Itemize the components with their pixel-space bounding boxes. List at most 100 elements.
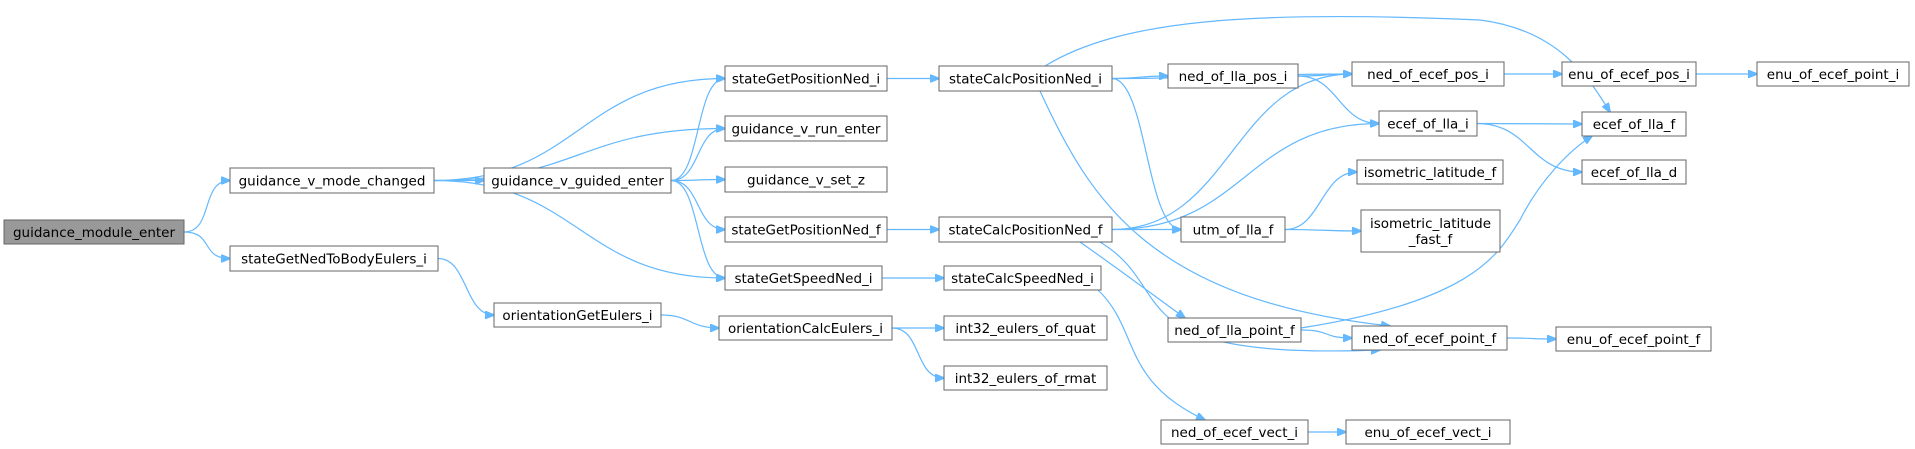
node-nolpf[interactable]: ned_of_lla_point_f (1167, 317, 1302, 343)
node-sgsni-label: stateGetSpeedNed_i (734, 271, 872, 287)
node-ieor-label: int32_eulers_of_rmat (955, 371, 1097, 387)
node-gvge-label: guidance_v_guided_enter (491, 174, 664, 190)
node-noepf-label: ned_of_ecef_point_f (1363, 331, 1498, 347)
edge-nolpi-to-eoli (1297, 75, 1379, 124)
node-gvre[interactable]: guidance_v_run_enter (724, 115, 888, 142)
node-sgpni[interactable]: stateGetPositionNed_i (724, 65, 888, 92)
edge-gvge-to-gvsz (670, 180, 725, 181)
node-eoepti[interactable]: enu_of_ecef_point_i (1756, 61, 1910, 87)
edge-nolpi-to-noepi (1297, 74, 1352, 76)
node-scpnf-label: stateCalcPositionNed_f (948, 223, 1103, 239)
node-gvsz-box (724, 166, 888, 193)
node-sgpnf-box (724, 216, 888, 243)
node-noepi-box (1351, 61, 1505, 87)
node-ieoq[interactable]: int32_eulers_of_quat (943, 315, 1108, 341)
node-eold-box (1581, 159, 1687, 185)
node-gme-label: guidance_module_enter (13, 225, 176, 241)
edge-gvge-to-sgpnf (670, 179, 725, 230)
edge-scpni-to-noepf (1039, 90, 1390, 326)
node-eold[interactable]: ecef_of_lla_d (1581, 159, 1687, 185)
edge-eoli-to-eold (1476, 122, 1582, 173)
node-ogei-box (493, 302, 662, 328)
node-ilf-box (1356, 159, 1504, 185)
node-noevi-label: ned_of_ecef_vect_i (1171, 425, 1298, 441)
edge-gvge-to-sgsni (670, 179, 725, 279)
edge-gvge-to-gvre (670, 129, 725, 182)
node-ieor-box (943, 365, 1108, 391)
node-scsni-label: stateCalcSpeedNed_i (951, 271, 1094, 287)
node-gme-box (3, 219, 185, 245)
node-ilff-label: _fast_f (1408, 232, 1454, 248)
node-gvsz[interactable]: guidance_v_set_z (724, 166, 888, 193)
edge-ocei-to-ieor (891, 327, 944, 378)
node-utm[interactable]: utm_of_lla_f (1180, 216, 1286, 243)
node-scpnf-box (938, 216, 1113, 243)
node-noepf-box (1351, 325, 1508, 351)
node-eoli-box (1378, 110, 1478, 137)
edge-scpnf-to-nolpf (1079, 241, 1185, 318)
node-eoepti-box (1756, 61, 1910, 87)
node-gvge-box (483, 167, 672, 194)
node-noepf[interactable]: ned_of_ecef_point_f (1351, 325, 1508, 351)
node-eoli[interactable]: ecef_of_lla_i (1378, 110, 1478, 137)
node-eoli-label: ecef_of_lla_i (1387, 117, 1469, 133)
node-eoepf[interactable]: enu_of_ecef_point_f (1555, 326, 1712, 352)
node-ilff-label: isometric_latitude (1370, 216, 1491, 232)
node-ocei[interactable]: orientationCalcEulers_i (718, 315, 893, 341)
node-gvge[interactable]: guidance_v_guided_enter (483, 167, 672, 194)
node-gvmc-box (229, 167, 435, 194)
node-scpni-label: stateCalcPositionNed_i (949, 72, 1102, 88)
node-sgnbe-box (229, 245, 439, 272)
node-ilff[interactable]: isometric_latitude_fast_f (1360, 209, 1501, 253)
node-ilf-label: isometric_latitude_f (1364, 165, 1498, 181)
node-eoepf-box (1555, 326, 1712, 352)
edge-gme-to-gvmc (183, 181, 230, 233)
node-ogei-label: orientationGetEulers_i (502, 308, 652, 324)
node-eolf-label: ecef_of_lla_f (1593, 117, 1677, 133)
node-eolf[interactable]: ecef_of_lla_f (1581, 111, 1687, 137)
node-gvmc[interactable]: guidance_v_mode_changed (229, 167, 435, 194)
edge-gvge-to-sgpni (670, 79, 725, 182)
node-eoevi[interactable]: enu_of_ecef_vect_i (1345, 419, 1511, 445)
node-sgnbe-label: stateGetNedToBodyEulers_i (241, 252, 427, 268)
edge-gvmc-to-sgpni (433, 79, 725, 182)
node-eoepf-label: enu_of_ecef_point_f (1567, 332, 1702, 348)
node-ilf[interactable]: isometric_latitude_f (1356, 159, 1504, 185)
node-gvre-label: guidance_v_run_enter (732, 122, 881, 138)
node-ocei-label: orientationCalcEulers_i (728, 321, 883, 337)
node-gvmc-label: guidance_v_mode_changed (239, 174, 426, 190)
node-eoepi[interactable]: enu_of_ecef_pos_i (1561, 61, 1697, 87)
node-scsni-box (943, 265, 1102, 291)
edge-ogei-to-ocei (660, 314, 719, 328)
node-noepi[interactable]: ned_of_ecef_pos_i (1351, 61, 1505, 87)
node-nolpi-label: ned_of_lla_pos_i (1179, 69, 1288, 85)
node-eoepti-label: enu_of_ecef_point_i (1767, 67, 1899, 83)
edge-scsni-to-noevi (1097, 289, 1205, 420)
edge-utm-to-ilff (1284, 230, 1361, 232)
node-gme[interactable]: guidance_module_enter (3, 219, 185, 245)
edge-gvmc-to-sgsni (433, 179, 725, 279)
node-utm-label: utm_of_lla_f (1193, 223, 1275, 239)
node-nolpi[interactable]: ned_of_lla_pos_i (1167, 63, 1299, 89)
node-sgpnf-label: stateGetPositionNed_f (731, 223, 882, 239)
edge-sgnbe-to-ogei (437, 257, 494, 316)
node-sgsni-box (724, 265, 883, 291)
node-sgpnf[interactable]: stateGetPositionNed_f (724, 216, 888, 243)
node-scpnf[interactable]: stateCalcPositionNed_f (938, 216, 1113, 243)
node-ieor[interactable]: int32_eulers_of_rmat (943, 365, 1108, 391)
edge-scpnf-to-noepi (1111, 74, 1352, 231)
edge-scpni-to-utm (1111, 77, 1181, 230)
node-noevi[interactable]: ned_of_ecef_vect_i (1160, 419, 1309, 445)
edge-noepf-to-eoepf (1506, 338, 1556, 339)
node-sgnbe[interactable]: stateGetNedToBodyEulers_i (229, 245, 439, 272)
node-noevi-box (1160, 419, 1309, 445)
node-sgsni[interactable]: stateGetSpeedNed_i (724, 265, 883, 291)
node-nolpi-box (1167, 63, 1299, 89)
node-scsni[interactable]: stateCalcSpeedNed_i (943, 265, 1102, 291)
node-sgpni-box (724, 65, 888, 92)
node-ilff-box (1360, 209, 1501, 253)
node-scpni[interactable]: stateCalcPositionNed_i (938, 65, 1113, 92)
node-ogei[interactable]: orientationGetEulers_i (493, 302, 662, 328)
node-gvsz-label: guidance_v_set_z (747, 173, 865, 189)
